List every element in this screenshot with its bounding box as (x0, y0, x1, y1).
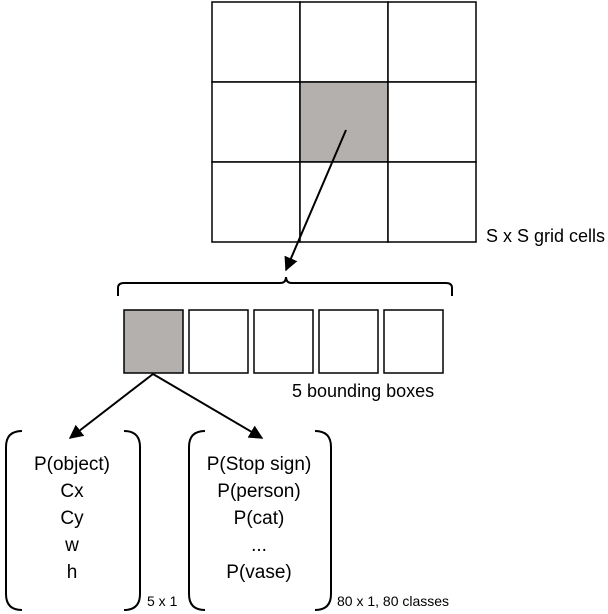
grid-cell-highlighted (299, 81, 389, 163)
vector-entry: h (67, 562, 78, 583)
grid-cell (299, 1, 389, 83)
bounding-box (318, 309, 379, 374)
bounding-box (383, 309, 444, 374)
bounding-box (188, 309, 249, 374)
grid-cell (211, 81, 301, 163)
grid-cell (211, 161, 301, 243)
vector-entry: ... (251, 535, 267, 556)
vector-entry: P(vase) (226, 562, 291, 583)
grid-cell (387, 1, 477, 83)
box-to-classes-arrow (152, 373, 264, 439)
coords-right-paren (123, 430, 141, 611)
box-vector-size: 5 x 1 (147, 593, 178, 609)
coords-left-paren (5, 430, 23, 611)
bounding-box-highlighted (123, 309, 184, 374)
boxes-caption: 5 bounding boxes (292, 381, 434, 401)
grid-cell (299, 161, 389, 243)
bounding-boxes (123, 309, 444, 374)
box-to-coords-arrow (68, 373, 154, 439)
class-vector: P(Stop sign) P(person) P(cat)... P(vase) (207, 454, 312, 583)
grid-caption: S x S grid cells (486, 226, 605, 246)
classes-left-paren (188, 430, 206, 611)
vector-entry: w (64, 535, 79, 556)
vector-entry: Cy (60, 508, 84, 529)
boxes-curly-brace (117, 276, 453, 296)
class-vector-size: 80 x 1, 80 classes (337, 593, 449, 609)
grid-cell (211, 1, 301, 83)
vector-entry: Cx (60, 481, 84, 502)
vector-entry: P(Stop sign) (207, 454, 312, 475)
vector-entry: P(person) (217, 481, 300, 502)
vector-entry: P(cat) (234, 508, 285, 529)
grid-cell (387, 81, 477, 163)
vector-entry: P(object) (34, 454, 110, 475)
grid-cells (211, 1, 477, 243)
bounding-box (253, 309, 314, 374)
grid-cell (387, 161, 477, 243)
classes-right-paren (314, 430, 332, 611)
cell-to-boxes-arrow (284, 129, 347, 272)
